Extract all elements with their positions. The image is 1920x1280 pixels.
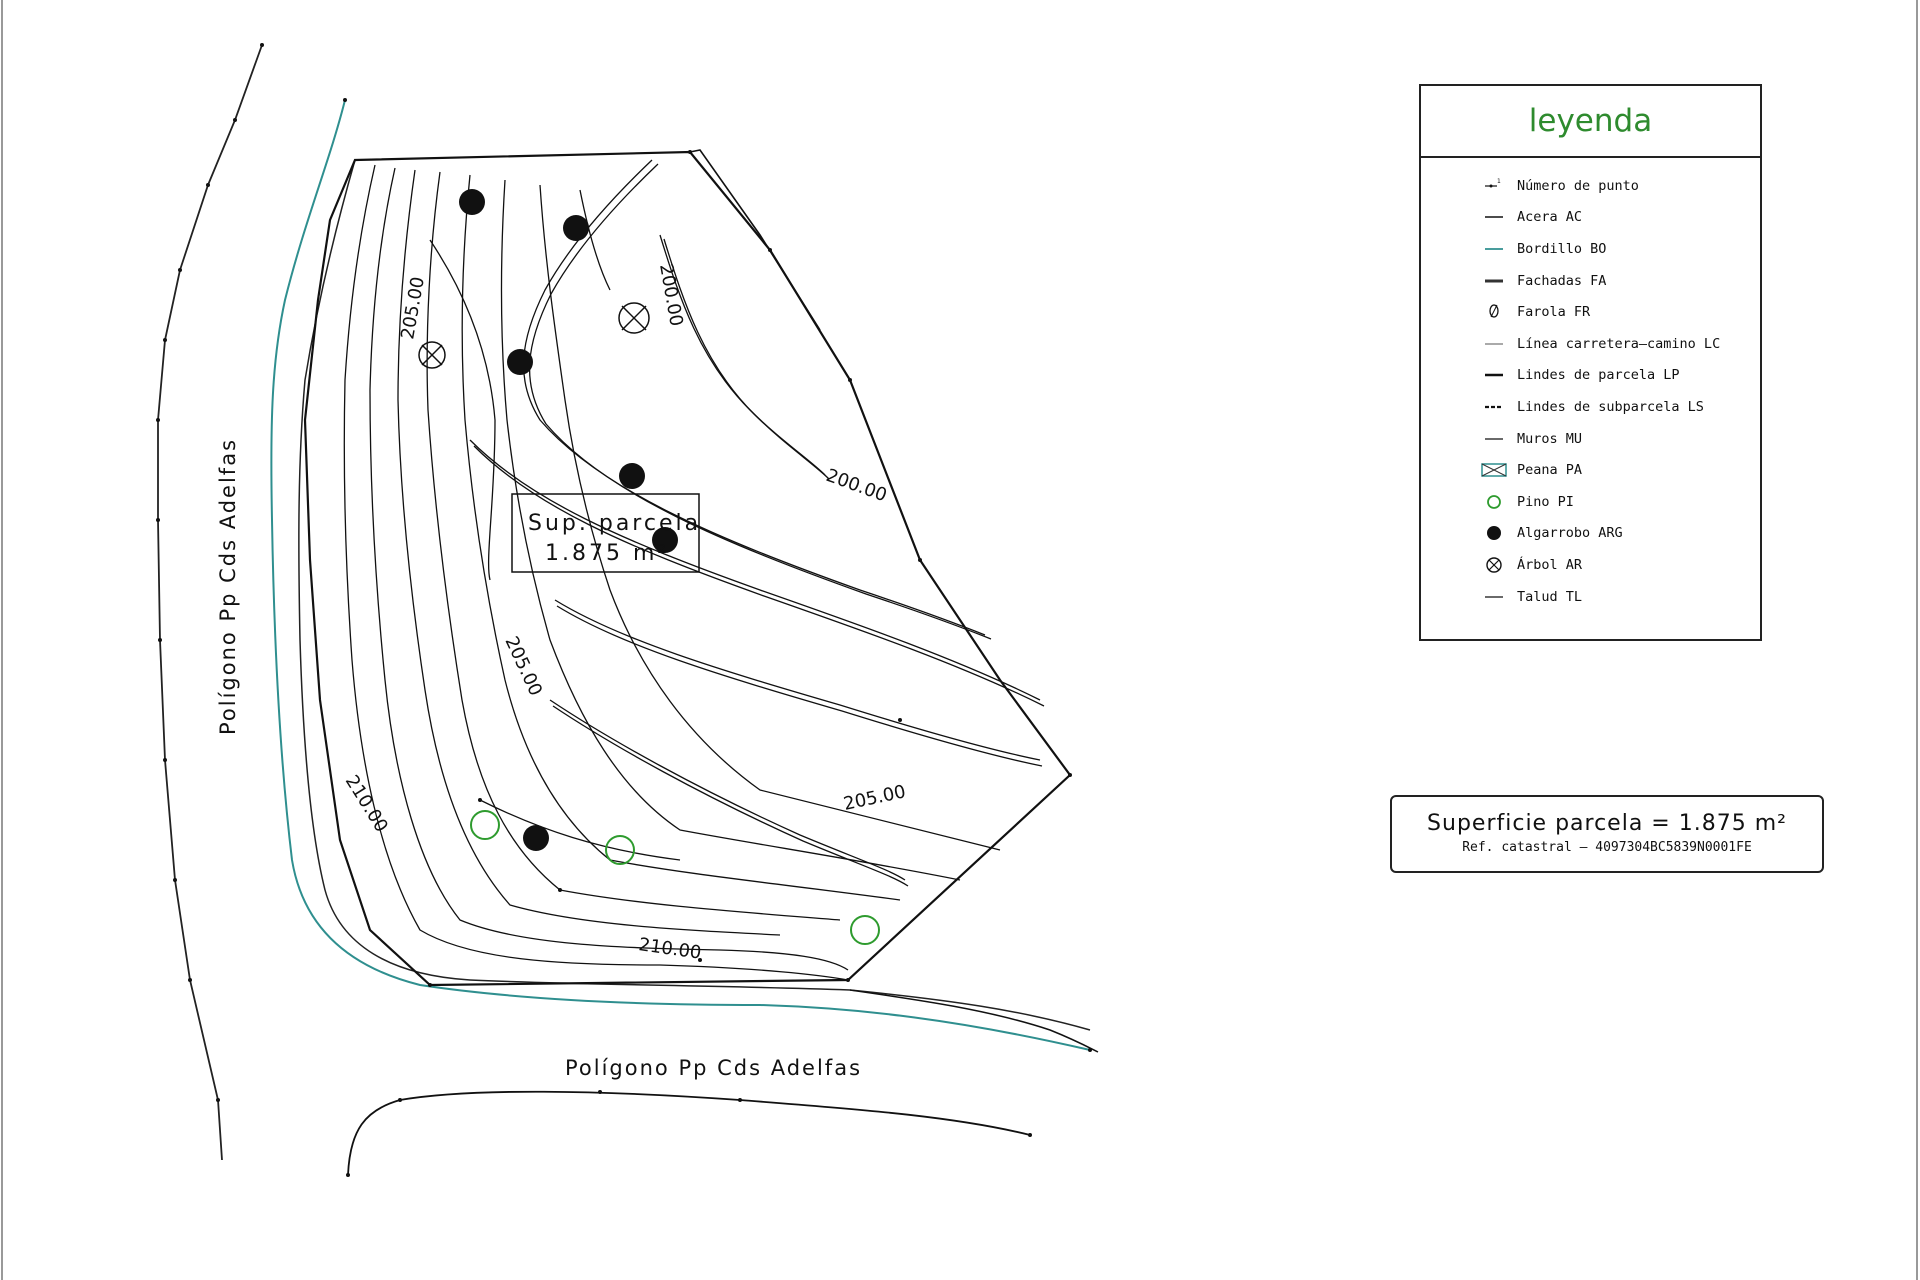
parcel-label-line2: 1.875 m² xyxy=(545,541,669,566)
contour-lines xyxy=(343,164,1001,981)
legend-item-farola: Farola FR xyxy=(1421,296,1760,328)
legend-item-carretera: Línea carretera–camino LC xyxy=(1421,328,1760,360)
legend-item-bordillo: Bordillo BO xyxy=(1421,233,1760,265)
line-thin-icon xyxy=(1477,207,1511,227)
legend-label: Lindes de parcela LP xyxy=(1517,367,1680,384)
road-south-east xyxy=(849,989,1099,1053)
legend-item-arbol: Árbol AR xyxy=(1421,549,1760,581)
legend-title: leyenda xyxy=(1421,86,1760,158)
cadastral-reference: Ref. catastral – 4097304BC5839N0001FE xyxy=(1462,840,1752,855)
legend-label: Lindes de subparcela LS xyxy=(1517,398,1704,415)
surface-summary: Superficie parcela = 1.875 m² Ref. catas… xyxy=(1390,795,1824,873)
legend-label: Algarrobo ARG xyxy=(1517,525,1623,542)
streetlight-icon xyxy=(1477,302,1511,322)
pedestal-icon xyxy=(1477,460,1511,480)
carob-tree-icon xyxy=(1477,523,1511,543)
legend-label: Fachadas FA xyxy=(1517,272,1607,289)
legend-label: Muros MU xyxy=(1517,430,1583,447)
line-bold-icon xyxy=(1477,365,1511,385)
contour-label: 210.00 xyxy=(341,772,392,837)
parcel-label-box xyxy=(511,493,700,573)
terrace-walls xyxy=(469,159,1045,887)
legend-label: Árbol AR xyxy=(1517,556,1583,573)
legend-item-pino: Pino PI xyxy=(1421,486,1760,518)
legend-item-acera: Acera AC xyxy=(1421,202,1760,234)
road-label-bottom: Polígono Pp Cds Adelfas xyxy=(565,1056,862,1080)
legend-item-peana: Peana PA xyxy=(1421,454,1760,486)
parcel-boundary xyxy=(303,150,1072,987)
legend-label: Peana PA xyxy=(1517,462,1583,479)
legend-label: Farola FR xyxy=(1517,304,1591,321)
legend-item-fachadas: Fachadas FA xyxy=(1421,265,1760,297)
legend-label: Pino PI xyxy=(1517,493,1574,510)
legend-label: Número de punto xyxy=(1517,177,1639,194)
slope-icon xyxy=(1477,587,1511,607)
pine-icon xyxy=(1477,492,1511,512)
contour-label: 200.00 xyxy=(823,465,889,506)
legend-item-muros: Muros MU xyxy=(1421,423,1760,455)
curb-line xyxy=(270,99,1091,1051)
line-road-icon xyxy=(1477,334,1511,354)
contour-label: 210.00 xyxy=(637,934,702,964)
generic-trees xyxy=(418,302,650,369)
line-teal-icon xyxy=(1477,239,1511,259)
legend-item-talud: Talud TL xyxy=(1421,581,1760,613)
contour-label: 205.00 xyxy=(842,781,908,815)
svg-text:1: 1 xyxy=(1497,178,1501,185)
legend-panel: leyenda 1 Número de punto Acera AC Bordi… xyxy=(1419,84,1762,641)
surface-value: Superficie parcela = 1.875 m² xyxy=(1427,811,1787,836)
road-label-left: Polígono Pp Cds Adelfas xyxy=(216,438,240,735)
legend-label: Bordillo BO xyxy=(1517,240,1607,257)
sidewalk-line xyxy=(298,159,1091,1031)
point-number-icon: 1 xyxy=(1477,176,1511,196)
road-south xyxy=(347,1090,1031,1176)
legend-item-algarrobo: Algarrobo ARG xyxy=(1421,518,1760,550)
legend-item-lindes-subparcela: Lindes de subparcela LS xyxy=(1421,391,1760,423)
legend-label: Talud TL xyxy=(1517,588,1583,605)
line-dashed-icon xyxy=(1477,397,1511,417)
legend-item-lindes-parcela: Lindes de parcela LP xyxy=(1421,360,1760,392)
road-edge-left xyxy=(157,44,263,1161)
legend-label: Línea carretera–camino LC xyxy=(1517,335,1721,352)
legend-list: 1 Número de punto Acera AC Bordillo BO F… xyxy=(1421,158,1760,612)
parcel-label-line1: Sup. parcela xyxy=(528,511,701,536)
carob-trees xyxy=(459,189,678,851)
contour-label: 200.00 xyxy=(655,262,687,328)
pine-trees xyxy=(470,810,880,945)
tree-icon xyxy=(1477,555,1511,575)
survey-points xyxy=(156,43,1092,1177)
line-double-icon xyxy=(1477,271,1511,291)
parcel-edge-east xyxy=(689,149,821,331)
line-wall-icon xyxy=(1477,429,1511,449)
legend-item-point-number: 1 Número de punto xyxy=(1421,170,1760,202)
legend-label: Acera AC xyxy=(1517,209,1583,226)
